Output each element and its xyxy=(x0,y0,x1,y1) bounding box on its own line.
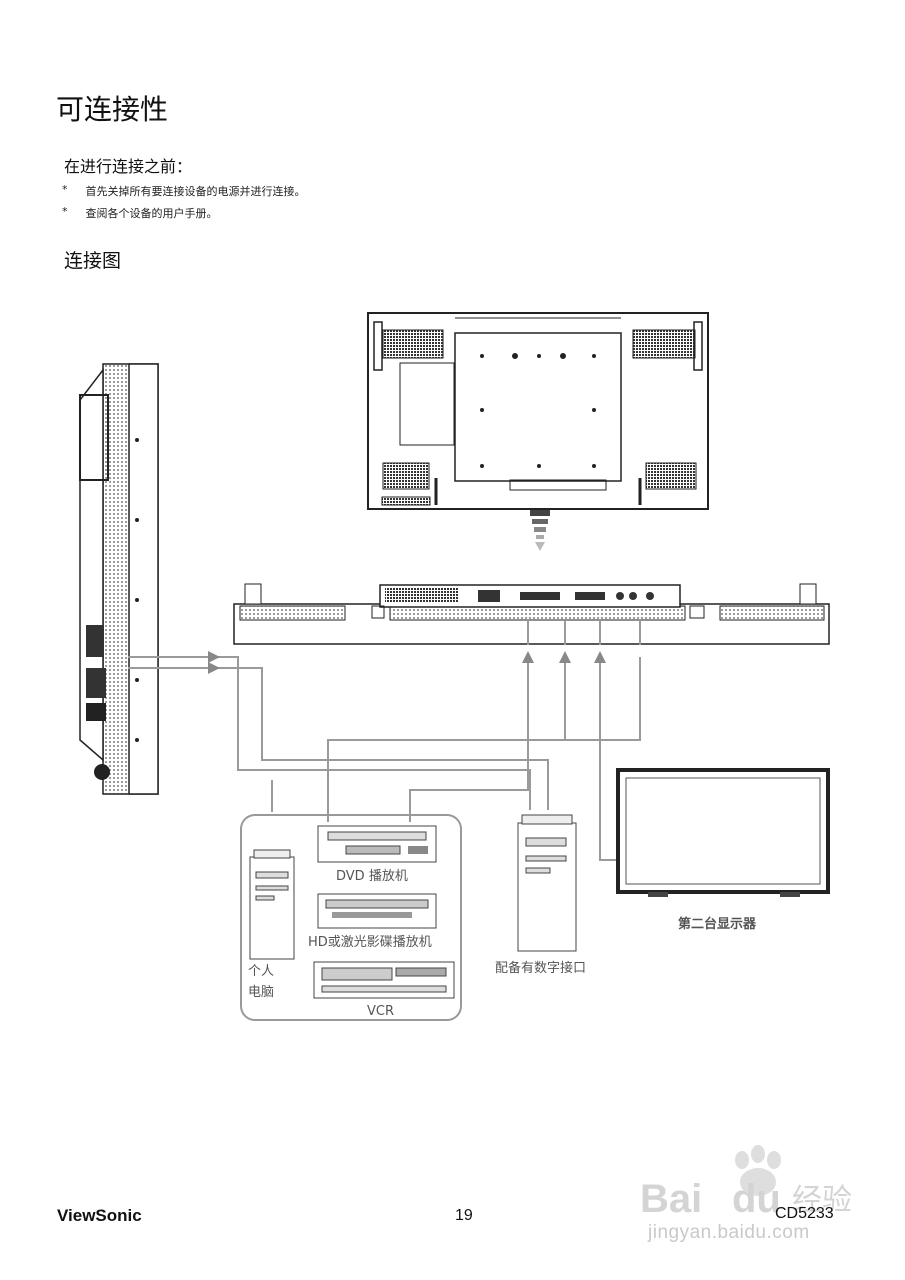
connection-diagram: 个人 电脑 DVD 播放机 HD或激光影碟播放机 VCR 配备有数字接口 第 xyxy=(79,312,830,1021)
hd-laser-player xyxy=(317,893,437,929)
pc-tower xyxy=(249,849,295,960)
monitor-side-view xyxy=(79,363,159,795)
before-connect-heading: 在进行连接之前： xyxy=(64,157,193,176)
pc-label-line2: 电脑 xyxy=(248,985,274,1000)
note-bullet: * xyxy=(62,205,68,218)
baidu-watermark-logo: Bai du 经验 xyxy=(640,1145,852,1221)
footer-page-number: 19 xyxy=(455,1207,473,1224)
note-item-2: * 查阅各个设备的用户手册。 xyxy=(62,205,218,221)
digital-pc-label: 配备有数字接口 xyxy=(495,960,586,976)
vcr xyxy=(313,961,455,999)
digital-pc-tower xyxy=(517,814,577,952)
pc-label-line1: 个人 xyxy=(248,964,274,979)
note-text: 查阅各个设备的用户手册。 xyxy=(85,207,218,220)
footer-brand: ViewSonic xyxy=(57,1206,142,1225)
diagram-heading: 连接图 xyxy=(64,250,122,272)
dvd-player xyxy=(317,825,437,863)
second-monitor-label: 第二台显示器 xyxy=(678,916,757,932)
second-monitor xyxy=(616,768,830,897)
svg-text:du: du xyxy=(732,1177,781,1221)
svg-text:Bai: Bai xyxy=(640,1177,702,1221)
monitor-bottom-view xyxy=(233,583,830,645)
dvd-label: DVD 播放机 xyxy=(336,869,408,884)
note-item-1: * 首先关掉所有要连接设备的电源并进行连接。 xyxy=(62,183,306,199)
device-group-frame xyxy=(240,814,462,1021)
footer-model: CD5233 xyxy=(775,1205,834,1222)
watermark-site: jingyan.baidu.com xyxy=(648,1222,810,1243)
page-title: 可连接性 xyxy=(56,93,169,126)
note-bullet: * xyxy=(62,183,68,196)
vcr-label: VCR xyxy=(367,1004,394,1019)
note-text: 首先关掉所有要连接设备的电源并进行连接。 xyxy=(85,185,306,198)
cables xyxy=(128,620,641,861)
hd-laser-label: HD或激光影碟播放机 xyxy=(308,935,432,950)
monitor-back-view xyxy=(367,312,709,551)
svg-text:经验: 经验 xyxy=(792,1183,852,1218)
